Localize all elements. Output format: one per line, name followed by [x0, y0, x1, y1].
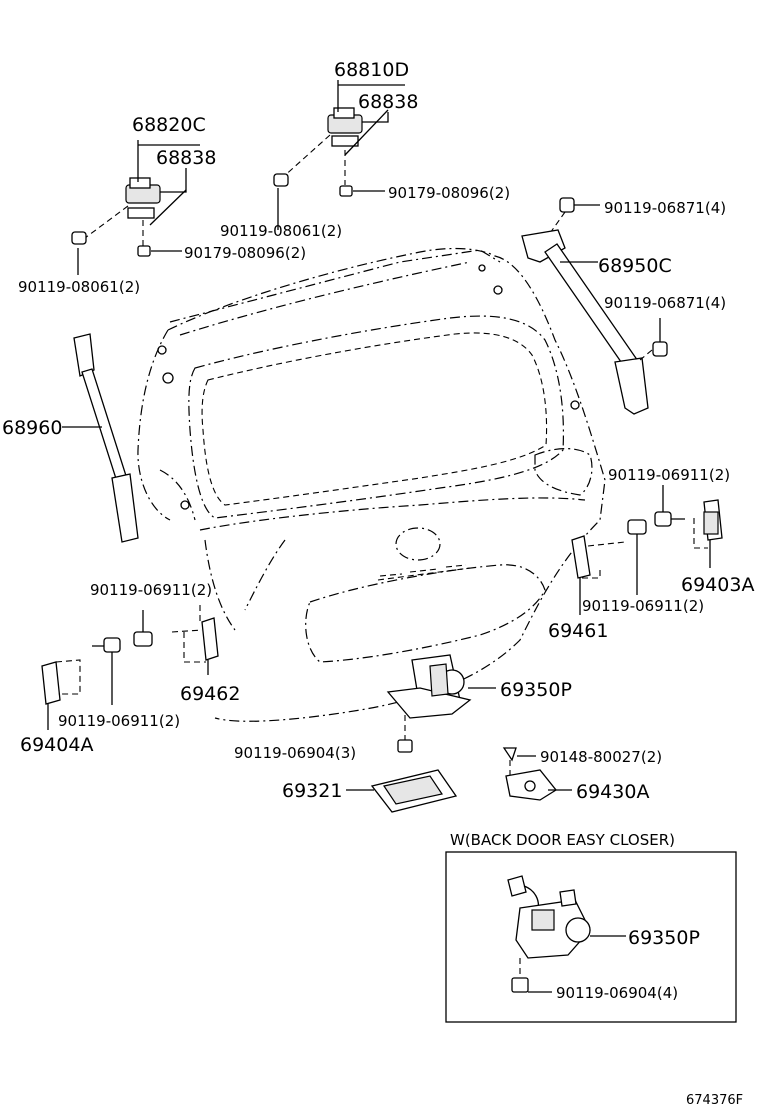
label-69461: 69461 — [548, 620, 608, 642]
diagram-id: 674376F — [686, 1093, 743, 1108]
label-68838-top: 68838 — [358, 91, 418, 113]
inset-easy-closer: W(BACK DOOR EASY CLOSER) 69350P 90119-06… — [445, 831, 737, 1023]
label-68820c: 68820C — [132, 114, 206, 136]
striker-69430a — [502, 747, 572, 801]
label-69321: 69321 — [282, 780, 342, 802]
label-90179-left: 90179-08096(2) — [184, 244, 306, 262]
label-90119-06911-left: 90119-06911(2) — [90, 581, 212, 599]
label-90148: 90148-80027(2) — [540, 748, 662, 766]
label-69430a: 69430A — [576, 781, 649, 803]
fasteners-top — [71, 173, 385, 275]
strut-68960 — [62, 333, 139, 543]
label-69403a: 69403A — [681, 574, 754, 596]
label-90119-08061-center: 90119-08061(2) — [220, 222, 342, 240]
handle-69321 — [346, 769, 458, 813]
strut-68950c — [521, 197, 668, 415]
label-68950c: 68950C — [598, 255, 672, 277]
inset-label-90119-06904-4: 90119-06904(4) — [556, 984, 678, 1002]
inset-frame — [445, 851, 737, 1023]
damper-68810d — [281, 80, 405, 185]
label-90119-06871-mid: 90119-06871(4) — [604, 294, 726, 312]
label-68810d: 68810D — [334, 59, 409, 81]
label-69350p: 69350P — [500, 679, 572, 701]
part-labels: 68810D 68838 68820C 68838 90179-08096(2)… — [2, 59, 754, 803]
label-90119-06911-rightlow: 90119-06911(2) — [582, 597, 704, 615]
label-90119-06911-leftlow: 90119-06911(2) — [58, 712, 180, 730]
back-door-panel — [137, 247, 606, 722]
damper-68820c — [84, 140, 200, 250]
inset-title: W(BACK DOOR EASY CLOSER) — [450, 831, 675, 849]
label-68960: 68960 — [2, 417, 62, 439]
label-90119-08061-left: 90119-08061(2) — [18, 278, 140, 296]
hinge-left — [41, 605, 219, 730]
label-90119-06871-top: 90119-06871(4) — [604, 199, 726, 217]
inset-label-69350p: 69350P — [628, 927, 700, 949]
label-90119-06904-3: 90119-06904(3) — [234, 744, 356, 762]
label-90119-06911-right: 90119-06911(2) — [608, 466, 730, 484]
hinge-right — [571, 485, 723, 615]
label-68838-left: 68838 — [156, 147, 216, 169]
lock-69350p — [386, 654, 496, 753]
label-69462: 69462 — [180, 683, 240, 705]
label-69404a: 69404A — [20, 734, 93, 756]
label-90179-top: 90179-08096(2) — [388, 184, 510, 202]
